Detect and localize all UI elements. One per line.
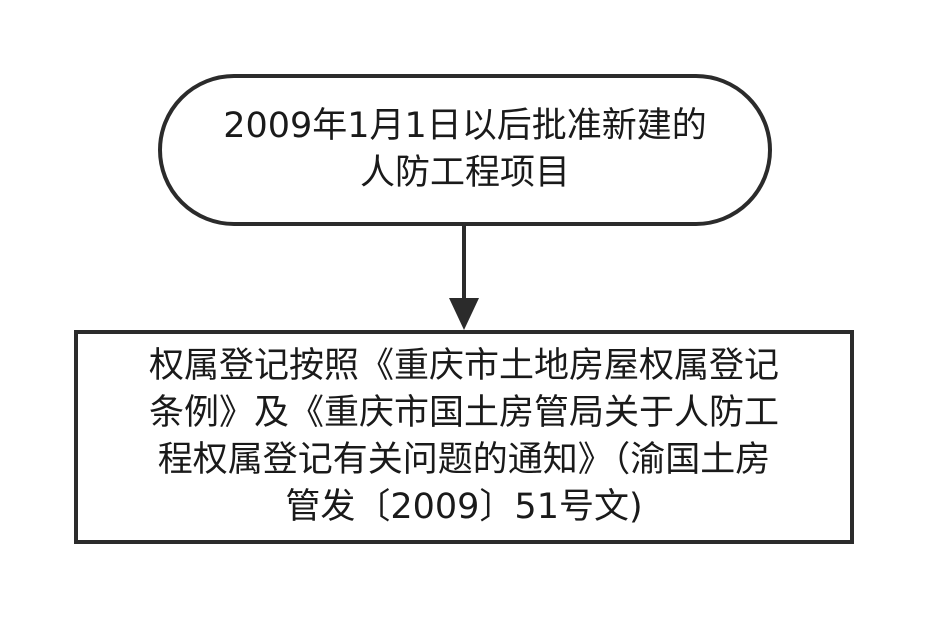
start-node-line-1: 2009年1月1日以后批准新建的 — [223, 106, 707, 146]
start-node: 2009年1月1日以后批准新建的 人防工程项目 — [158, 74, 772, 226]
registration-node: 权属登记按照《重庆市土地房屋权属登记 条例》及《重庆市国土房管局关于人防工 程权… — [74, 330, 854, 544]
registration-node-line-4: 管发〔2009〕51号文) — [285, 487, 643, 527]
start-node-line-2: 人防工程项目 — [359, 153, 570, 193]
registration-node-line-2: 条例》及《重庆市国土房管局关于人防工 — [148, 393, 779, 433]
arrow-head — [449, 298, 479, 330]
registration-node-line-1: 权属登记按照《重庆市土地房屋权属登记 — [148, 346, 779, 386]
registration-node-line-3: 程权属登记有关问题的通知》（渝国土房 — [157, 440, 771, 480]
